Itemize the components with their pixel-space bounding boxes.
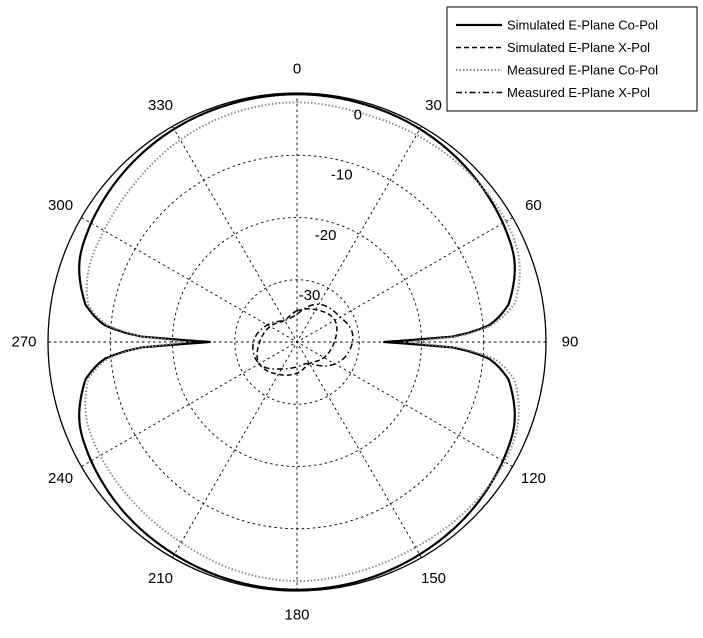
angle-tick-label: 270 <box>11 334 36 351</box>
series-line <box>252 303 354 370</box>
legend-entry: Measured E-Plane Co-Pol <box>507 63 658 78</box>
angle-tick-label: 0 <box>293 61 301 78</box>
legend-entry: Simulated E-Plane Co-Pol <box>507 18 658 33</box>
series-line <box>84 101 521 583</box>
range-circle <box>234 279 360 405</box>
radial-tick-label: -30 <box>299 287 321 304</box>
angle-tick-label: 150 <box>421 570 446 587</box>
angle-tick-label: 240 <box>48 470 73 487</box>
polar-grid <box>47 92 547 592</box>
series-line <box>78 93 516 591</box>
series-layer <box>78 93 521 591</box>
axis-labels: 0 30 60 90 120 150 180 210 240 270 300 330 0 -10 -20 -3… <box>11 61 578 624</box>
radial-tick-label: -10 <box>331 167 353 184</box>
legend-entry: Simulated E-Plane X-Pol <box>507 40 650 55</box>
range-circle <box>172 217 422 467</box>
angle-tick-label: 300 <box>48 197 73 214</box>
radial-tick-label: -20 <box>315 227 337 244</box>
angle-tick-label: 30 <box>425 97 442 114</box>
angle-tick-label: 60 <box>525 197 542 214</box>
angle-tick-label: 180 <box>284 607 309 624</box>
radial-gridline <box>172 126 422 558</box>
legend-entry: Measured E-Plane X-Pol <box>507 85 650 100</box>
series-line <box>256 308 338 376</box>
radial-tick-label: 0 <box>354 107 362 124</box>
angle-tick-label: 330 <box>148 97 173 114</box>
angle-tick-label: 120 <box>521 470 546 487</box>
angle-tick-label: 90 <box>562 334 579 351</box>
angle-tick-label: 210 <box>148 570 173 587</box>
